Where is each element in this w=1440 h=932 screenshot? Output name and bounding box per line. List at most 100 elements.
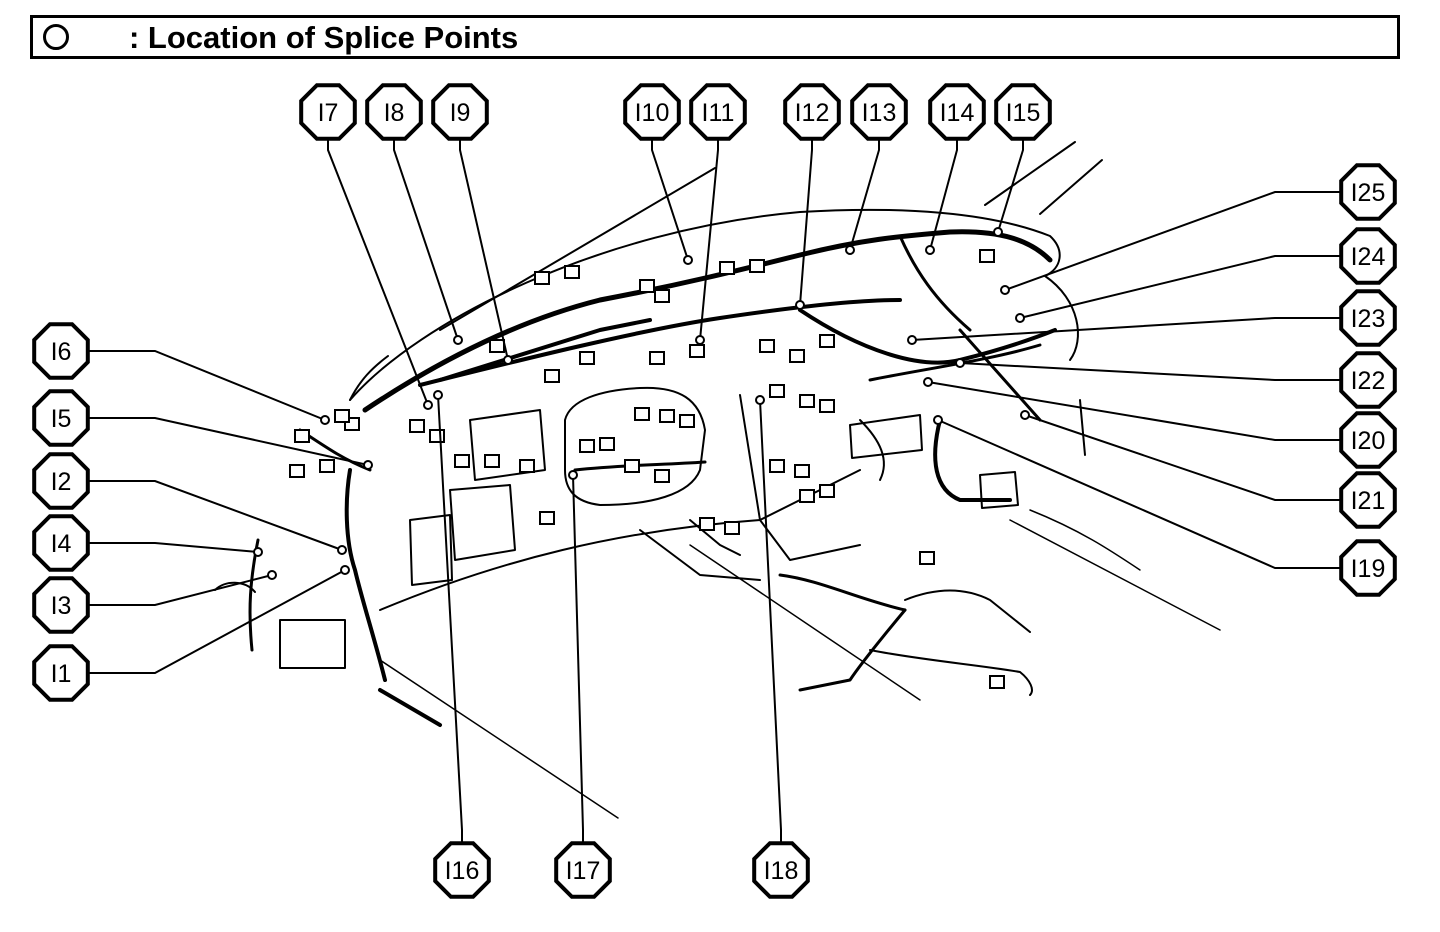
splice-id-text: I5 <box>51 405 72 433</box>
splice-marker-i5 <box>363 460 373 470</box>
splice-label-i8: I8 <box>365 83 423 141</box>
splice-id-text: I10 <box>635 99 670 127</box>
connector-box-icon <box>799 489 815 503</box>
splice-label-i21: I21 <box>1339 471 1397 529</box>
connector-box-icon <box>429 429 445 443</box>
octagon-badge-icon <box>1339 539 1397 597</box>
splice-label-i6: I6 <box>32 322 90 380</box>
connector-box-icon <box>319 459 335 473</box>
splice-marker-i23 <box>907 335 917 345</box>
connector-box-icon <box>799 394 815 408</box>
splice-marker-i19 <box>933 415 943 425</box>
leader-line-i15 <box>997 140 1024 233</box>
splice-label-i20: I20 <box>1339 411 1397 469</box>
leader-line-i7 <box>327 140 429 406</box>
connector-box-icon <box>639 279 655 293</box>
splice-id-text: I8 <box>384 99 405 127</box>
splice-label-i4: I4 <box>32 514 90 572</box>
splice-id-text: I6 <box>51 338 72 366</box>
connector-boxes <box>289 249 1005 689</box>
leader-line-i21 <box>1024 414 1341 501</box>
leader-line-i18 <box>759 399 782 842</box>
connector-box-icon <box>794 464 810 478</box>
splice-label-i11: I11 <box>689 83 747 141</box>
connector-box-icon <box>654 469 670 483</box>
connector-box-icon <box>294 429 310 443</box>
splice-id-text: I4 <box>51 530 72 558</box>
octagon-badge-icon <box>32 322 90 380</box>
splice-id-text: I17 <box>566 857 601 885</box>
splice-id-text: I2 <box>51 468 72 496</box>
leader-line-i19 <box>937 419 1341 569</box>
splice-label-i3: I3 <box>32 576 90 634</box>
octagon-badge-icon <box>32 452 90 510</box>
splice-marker-i24 <box>1015 313 1025 323</box>
connector-box-icon <box>599 437 615 451</box>
leader-line-i9 <box>459 140 509 361</box>
connector-box-icon <box>579 439 595 453</box>
splice-id-text: I18 <box>764 857 799 885</box>
octagon-badge-icon <box>433 841 491 899</box>
splice-id-text: I23 <box>1351 305 1386 333</box>
octagon-badge-icon <box>554 841 612 899</box>
leader-line-i2 <box>88 480 343 551</box>
connector-box-icon <box>289 464 305 478</box>
splice-id-text: I19 <box>1351 555 1386 583</box>
connector-box-icon <box>539 511 555 525</box>
splice-marker-i9 <box>503 355 513 365</box>
connector-box-icon <box>659 409 675 423</box>
connector-box-icon <box>489 339 505 353</box>
connector-box-icon <box>769 459 785 473</box>
leader-line-i11 <box>699 140 719 341</box>
splice-label-i22: I22 <box>1339 351 1397 409</box>
connector-box-icon <box>789 349 805 363</box>
page-title: : Location of Splice Points <box>129 20 519 55</box>
octagon-badge-icon <box>928 83 986 141</box>
connector-box-icon <box>769 384 785 398</box>
splice-id-text: I7 <box>318 99 339 127</box>
connector-box-icon <box>484 454 500 468</box>
leader-line-i4 <box>88 542 259 553</box>
splice-id-text: I15 <box>1006 99 1041 127</box>
splice-id-text: I16 <box>445 857 480 885</box>
splice-id-text: I1 <box>51 660 72 688</box>
octagon-badge-icon <box>1339 163 1397 221</box>
leader-line-i6 <box>88 350 326 421</box>
connector-box-icon <box>759 339 775 353</box>
splice-id-text: I20 <box>1351 427 1386 455</box>
leader-line-i13 <box>849 140 880 251</box>
leader-line-i10 <box>651 140 689 261</box>
octagon-badge-icon <box>1339 351 1397 409</box>
splice-marker-i14 <box>925 245 935 255</box>
octagon-badge-icon <box>32 514 90 572</box>
octagon-badge-icon <box>32 389 90 447</box>
connector-box-icon <box>519 459 535 473</box>
splice-marker-i11 <box>695 335 705 345</box>
splice-label-i7: I7 <box>299 83 357 141</box>
octagon-badge-icon <box>1339 411 1397 469</box>
splice-marker-i1 <box>340 565 350 575</box>
leader-line-i14 <box>929 140 958 251</box>
leader-line-i23 <box>911 317 1341 341</box>
octagon-badge-icon <box>623 83 681 141</box>
splice-marker-i13 <box>845 245 855 255</box>
splice-id-text: I21 <box>1351 487 1386 515</box>
connector-box-icon <box>649 351 665 365</box>
connector-box-icon <box>689 344 705 358</box>
splice-label-i2: I2 <box>32 452 90 510</box>
connector-box-icon <box>819 334 835 348</box>
octagon-badge-icon <box>994 83 1052 141</box>
octagon-badge-icon <box>32 644 90 702</box>
splice-marker-i8 <box>453 335 463 345</box>
leader-line-i22 <box>959 362 1341 381</box>
connector-box-icon <box>579 351 595 365</box>
connector-box-icon <box>654 289 670 303</box>
splice-label-i25: I25 <box>1339 163 1397 221</box>
splice-label-i13: I13 <box>850 83 908 141</box>
splice-marker-i10 <box>683 255 693 265</box>
splice-id-text: I12 <box>795 99 830 127</box>
connector-box-icon <box>624 459 640 473</box>
leader-line-i24 <box>1019 255 1341 319</box>
splice-marker-i4 <box>253 547 263 557</box>
